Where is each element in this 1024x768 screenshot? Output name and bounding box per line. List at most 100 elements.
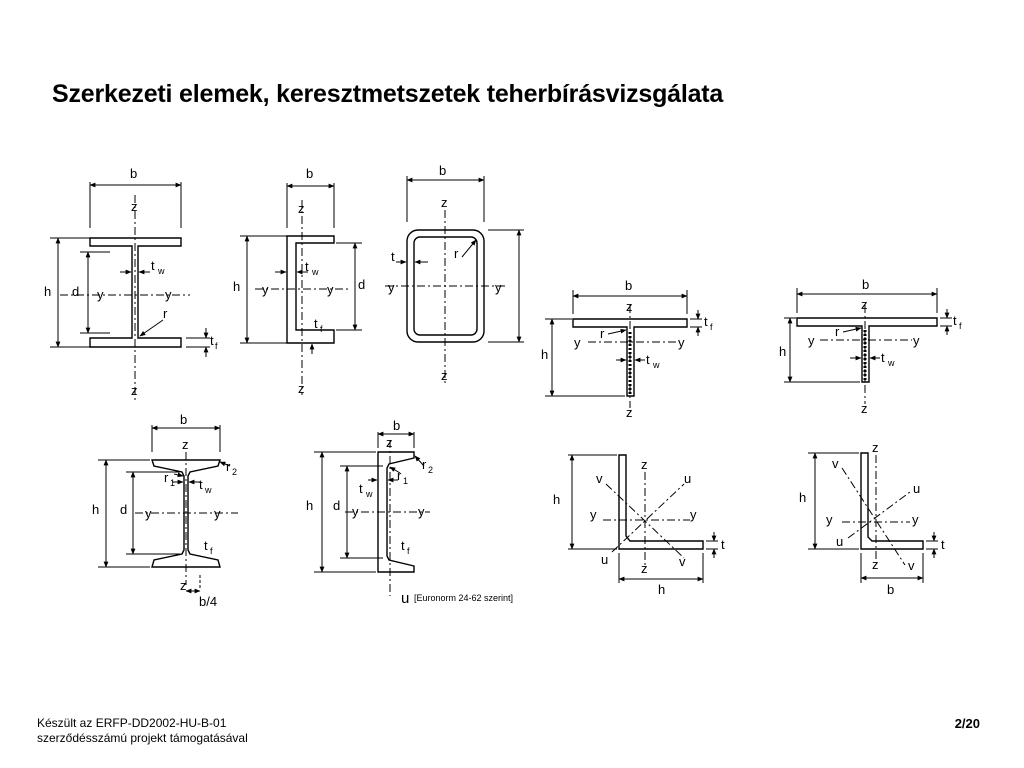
label-h: h (306, 498, 313, 513)
label-t: t (704, 314, 708, 329)
label-z: z (641, 561, 648, 576)
tapered-channel-section-drawing (314, 431, 430, 596)
label-z: z (626, 405, 633, 420)
label-v: v (908, 558, 915, 573)
label-u: u (601, 552, 608, 567)
label-y: y (808, 333, 815, 348)
label-t: t (401, 538, 405, 553)
label-d: d (72, 284, 79, 299)
label-w: w (204, 485, 212, 495)
label-b: b (625, 278, 632, 293)
label-z: z (298, 381, 305, 396)
i-section-drawing (50, 182, 210, 400)
footer-line-1: Készült az ERFP-DD2002-HU-B-01 (37, 716, 227, 730)
label-r: r (600, 326, 605, 341)
label-t: t (881, 350, 885, 365)
label-b: b (862, 277, 869, 292)
euronorm-note: [Euronorm 24-62 szerint] (414, 593, 513, 603)
label-y: y (418, 504, 425, 519)
label-t: t (314, 316, 318, 331)
label-b: b (887, 582, 894, 597)
label-t: t (721, 537, 725, 552)
label-t: t (210, 333, 214, 348)
label-z: z (131, 383, 138, 398)
label-r: r (163, 306, 168, 321)
label-u: u (913, 481, 920, 496)
label-z: z (626, 299, 633, 314)
label-b: b (439, 163, 446, 178)
label-sub-1: 1 (403, 476, 408, 486)
label-v: v (596, 471, 603, 486)
label-d: d (120, 502, 127, 517)
label-b: b (130, 166, 137, 181)
label-y: y (913, 333, 920, 348)
label-t: t (646, 352, 650, 367)
label-y: y (590, 507, 597, 522)
label-u: u (836, 534, 843, 549)
label-y: y (165, 287, 172, 302)
label-sub-2: 2 (428, 465, 433, 475)
label-u: u (684, 471, 691, 486)
box-section-drawing (385, 176, 524, 385)
label-f: f (710, 322, 713, 332)
footer-line-2: szerződésszámú projekt támogatásával (37, 731, 248, 745)
label-h: h (553, 492, 560, 507)
label-f: f (210, 546, 213, 556)
label-t: t (953, 313, 957, 328)
footer-note: Készült az ERFP-DD2002-HU-B-01 szerződés… (37, 716, 248, 746)
label-h: h (779, 344, 786, 359)
label-t: t (204, 538, 208, 553)
label-y: y (678, 335, 685, 350)
label-h: h (658, 582, 665, 597)
label-r: r (226, 459, 231, 474)
channel-section-drawing (240, 183, 362, 395)
label-r: r (835, 324, 840, 339)
label-r: r (397, 468, 402, 483)
label-w: w (311, 267, 319, 277)
label-y: y (352, 504, 359, 519)
label-f: f (407, 546, 410, 556)
label-t: t (151, 258, 155, 273)
t-section-drawing-2 (784, 288, 952, 404)
label-y: y (214, 506, 221, 521)
label-w: w (365, 489, 373, 499)
label-z: z (298, 201, 305, 216)
label-w: w (887, 358, 895, 368)
t-section-drawing (545, 290, 702, 408)
tapered-i-section-drawing (98, 425, 238, 594)
label-z: z (131, 199, 138, 214)
label-h: h (92, 502, 99, 517)
label-z: z (386, 435, 393, 450)
label-sub-2: 2 (232, 467, 237, 477)
label-d: d (333, 498, 340, 513)
label-v: v (679, 554, 686, 569)
unequal-angle-section-drawing (808, 452, 938, 583)
label-h: h (799, 490, 806, 505)
label-t: t (305, 259, 309, 274)
label-r: r (422, 457, 427, 472)
label-b: b (306, 166, 313, 181)
label-y: y (97, 287, 104, 302)
label-v: v (832, 456, 839, 471)
label-y: y (145, 506, 152, 521)
label-y: y (912, 512, 919, 527)
page-number: 2/20 (954, 716, 980, 731)
label-b: b (393, 418, 400, 433)
slide-title: Szerkezeti elemek, keresztmetszetek tehe… (52, 80, 724, 108)
label-y: y (826, 512, 833, 527)
label-z: z (872, 440, 879, 455)
label-y: y (574, 335, 581, 350)
label-sub-1: 1 (170, 478, 175, 488)
label-f: f (215, 341, 218, 351)
label-y: y (262, 282, 269, 297)
label-h: h (541, 347, 548, 362)
equal-angle-section-drawing (568, 454, 718, 583)
label-f: f (959, 321, 962, 331)
label-y: y (327, 282, 334, 297)
label-z: z (441, 195, 448, 210)
label-z: z (641, 457, 648, 472)
label-z: z (872, 557, 879, 572)
label-z: z (182, 437, 189, 452)
label-y: y (690, 507, 697, 522)
